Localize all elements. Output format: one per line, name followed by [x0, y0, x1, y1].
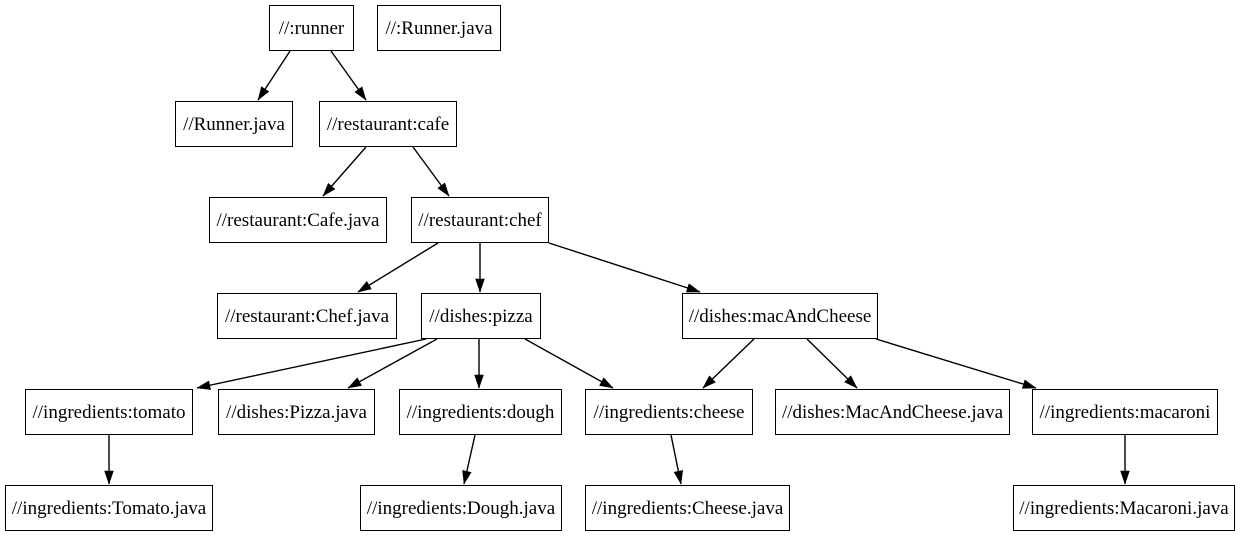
graph-node-runner-java: //Runner.java: [175, 101, 293, 147]
graph-node-dough: //ingredients:dough: [399, 389, 562, 435]
graph-node-macaroni: //ingredients:macaroni: [1032, 389, 1218, 435]
graph-node-macaroni-java: //ingredients:Macaroni.java: [1013, 485, 1235, 531]
graph-node-cheese-java: //ingredients:Cheese.java: [585, 485, 790, 531]
graph-node-tomato-java: //ingredients:Tomato.java: [5, 485, 213, 531]
graph-node-label: //dishes:macAndCheese: [688, 305, 872, 327]
graph-node-pizza-java: //dishes:Pizza.java: [218, 389, 375, 435]
graph-node-pizza: //dishes:pizza: [421, 293, 541, 339]
graph-edge-mac-and-cheese-to-macaroni: [875, 338, 1037, 389]
graph-node-cafe: //restaurant:cafe: [319, 101, 457, 147]
graph-node-label: //ingredients:cheese: [593, 401, 745, 423]
graph-node-label: //dishes:MacAndCheese.java: [781, 401, 1004, 423]
graph-node-label: //dishes:pizza: [429, 305, 533, 327]
graph-edge-chef-to-mac-and-cheese: [548, 242, 701, 293]
graph-node-label: //restaurant:chef: [418, 209, 542, 231]
graph-node-runner-java-src: //:Runner.java: [377, 5, 501, 51]
graph-node-label: //dishes:Pizza.java: [226, 401, 367, 423]
graph-edge-pizza-to-pizza-java: [347, 338, 438, 389]
graph-edge-runner-to-runner-java: [257, 50, 291, 101]
graph-node-chef-java: //restaurant:Chef.java: [217, 293, 397, 339]
graph-node-label: //ingredients:tomato: [32, 401, 186, 423]
graph-node-label: //ingredients:macaroni: [1039, 401, 1211, 423]
graph-node-label: //restaurant:Chef.java: [224, 305, 390, 327]
graph-node-mac-and-cheese-java: //dishes:MacAndCheese.java: [775, 389, 1010, 435]
graph-node-mac-and-cheese: //dishes:macAndCheese: [682, 293, 878, 339]
graph-node-label: //Runner.java: [183, 113, 285, 135]
graph-node-label: //:Runner.java: [385, 17, 493, 39]
graph-edge-cafe-to-cafe-java: [322, 146, 367, 197]
graph-node-label: //restaurant:Cafe.java: [216, 209, 380, 231]
graph-node-label: //ingredients:Dough.java: [366, 497, 556, 519]
graph-edge-runner-to-cafe: [330, 50, 367, 101]
graph-node-label: //restaurant:cafe: [326, 113, 450, 135]
graph-node-cafe-java: //restaurant:Cafe.java: [209, 197, 387, 243]
graph-edge-cheese-to-cheese-java: [670, 434, 684, 485]
graph-node-dough-java: //ingredients:Dough.java: [360, 485, 562, 531]
graph-node-runner: //:runner: [269, 5, 354, 51]
graph-node-label: //ingredients:Cheese.java: [591, 497, 784, 519]
graph-edge-mac-and-cheese-to-cheese: [702, 338, 755, 389]
graph-node-label: //ingredients:Tomato.java: [11, 497, 207, 519]
graph-edge-cafe-to-chef: [412, 146, 450, 197]
graph-node-cheese: //ingredients:cheese: [585, 389, 753, 435]
graph-node-label: //ingredients:dough: [406, 401, 555, 423]
graph-edge-mac-and-cheese-to-mac-and-cheese-java: [806, 338, 858, 389]
graph-node-label: //ingredients:Macaroni.java: [1019, 497, 1229, 519]
graph-node-chef: //restaurant:chef: [411, 197, 549, 243]
graph-edge-pizza-to-tomato: [196, 338, 427, 390]
graph-node-label: //:runner: [278, 17, 345, 39]
graph-node-tomato: //ingredients:tomato: [25, 389, 193, 435]
graph-edge-pizza-to-cheese: [524, 338, 614, 389]
graph-edge-chef-to-chef-java: [357, 242, 439, 293]
graph-edge-dough-to-dough-java: [462, 434, 476, 485]
